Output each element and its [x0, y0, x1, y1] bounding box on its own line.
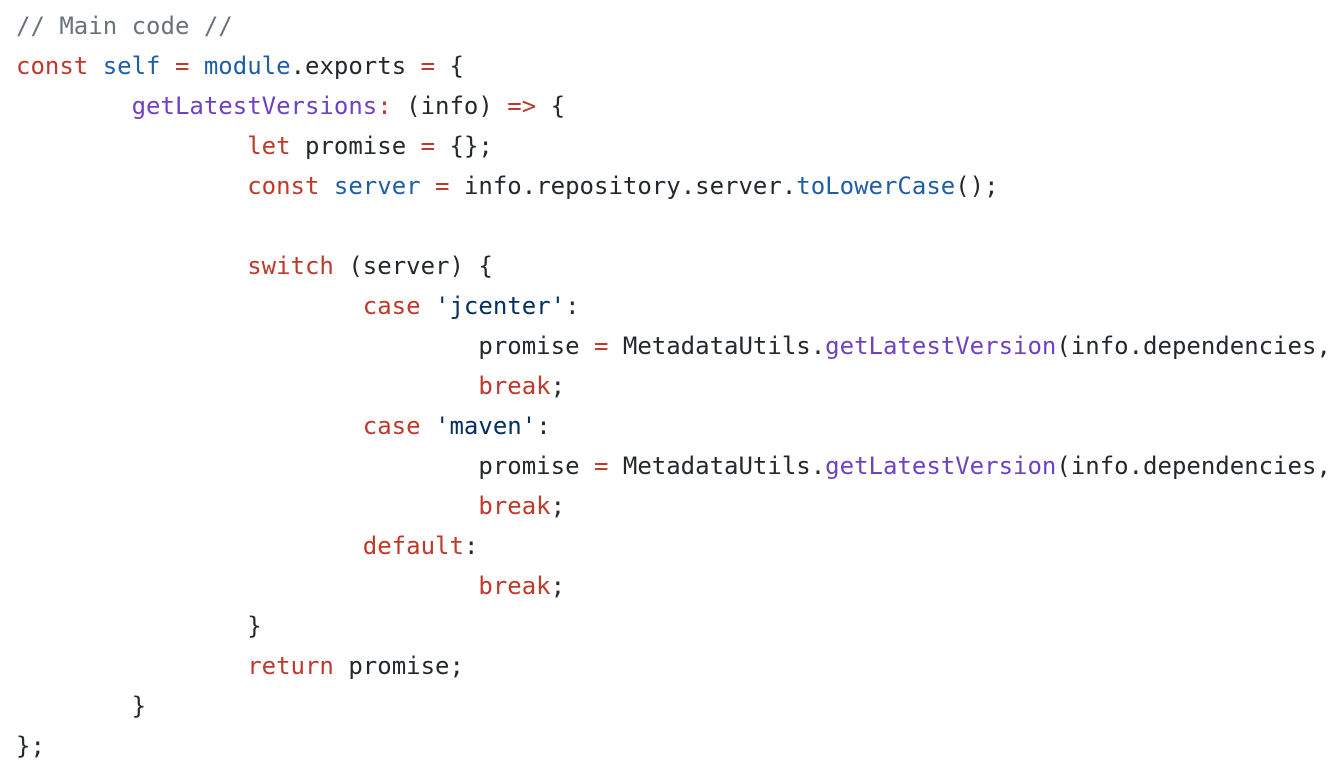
code-token-plain: [421, 292, 435, 320]
code-token-keyword: =: [174, 52, 190, 80]
code-token-plain: {: [536, 92, 566, 120]
code-token-string: 'jcenter': [435, 292, 566, 320]
code-line: break;: [16, 366, 1331, 406]
code-token-keyword: :: [377, 92, 392, 120]
code-token-plain: [16, 92, 132, 120]
code-token-entity: getLatestVersion: [825, 332, 1057, 360]
code-token-plain: [16, 572, 478, 600]
code-token-plain: [16, 532, 363, 560]
code-token-keyword: default: [362, 532, 464, 560]
code-token-plain: (info): [391, 92, 508, 120]
code-token-plain: [16, 172, 247, 200]
code-token-plain: (info.dependencies,: [1056, 332, 1331, 360]
code-token-keyword: =: [420, 52, 436, 80]
code-token-plain: [16, 412, 363, 440]
code-token-keyword: return: [247, 652, 334, 680]
code-token-plain: :: [565, 292, 580, 320]
code-token-plain: [16, 652, 247, 680]
code-line: promise = MetadataUtils.getLatestVersion…: [16, 446, 1331, 486]
code-token-entity: getLatestVersions: [131, 92, 378, 120]
code-token-plain: [189, 52, 203, 80]
code-token-keyword: =: [593, 332, 609, 360]
code-token-plain: ;: [550, 492, 566, 520]
code-token-plain: {: [435, 52, 464, 80]
code-token-plain: MetadataUtils.: [608, 452, 826, 480]
code-token-keyword: break: [478, 372, 551, 400]
code-token-keyword: =: [420, 132, 436, 160]
code-token-plain: [16, 492, 478, 520]
code-line: switch (server) {: [16, 246, 1331, 286]
code-token-plain: [16, 252, 247, 280]
code-block: // Main code // const self = module.expor…: [16, 6, 1331, 760]
code-line: const self = module.exports = {: [16, 46, 1331, 86]
code-token-plain: ;: [550, 372, 566, 400]
code-token-plain: ();: [955, 172, 999, 200]
code-line: return promise;: [16, 646, 1331, 686]
code-line: }: [16, 606, 1331, 646]
code-token-constant: server: [333, 172, 421, 200]
code-token-keyword: const: [247, 172, 320, 200]
code-line: break;: [16, 486, 1331, 526]
code-token-plain: ;: [550, 572, 566, 600]
code-token-plain: .exports: [290, 52, 421, 80]
code-line: case 'jcenter':: [16, 286, 1331, 326]
code-line: case 'maven':: [16, 406, 1331, 446]
code-line: [16, 206, 1331, 246]
code-token-constant: module: [203, 52, 291, 80]
code-token-plain: [88, 52, 102, 80]
code-line: let promise = {};: [16, 126, 1331, 166]
code-token-plain: [16, 372, 478, 400]
code-token-plain: [16, 132, 247, 160]
code-token-plain: };: [16, 732, 45, 760]
code-line: break;: [16, 566, 1331, 606]
code-token-keyword: const: [16, 52, 89, 80]
code-token-constant: self: [102, 52, 161, 80]
code-token-plain: (info.dependencies,: [1056, 452, 1331, 480]
code-token-keyword: =: [593, 452, 609, 480]
code-token-plain: }: [16, 692, 147, 720]
code-token-plain: [319, 172, 333, 200]
code-line: promise = MetadataUtils.getLatestVersion…: [16, 326, 1331, 366]
code-token-keyword: =: [435, 172, 450, 200]
code-token-plain: MetadataUtils.: [608, 332, 826, 360]
code-token-plain: promise: [16, 332, 594, 360]
code-token-plain: info.repository.server.: [449, 172, 797, 200]
code-token-plain: [421, 412, 435, 440]
code-line: const server = info.repository.server.to…: [16, 166, 1331, 206]
code-line: default:: [16, 526, 1331, 566]
code-token-keyword: case: [362, 412, 421, 440]
code-token-keyword: =>: [507, 92, 537, 120]
code-token-string: 'maven': [435, 412, 537, 440]
code-line: }: [16, 686, 1331, 726]
code-token-keyword: break: [478, 572, 551, 600]
code-token-plain: promise;: [333, 652, 464, 680]
code-token-entity: getLatestVersion: [825, 452, 1057, 480]
code-token-keyword: switch: [247, 252, 334, 280]
code-token-plain: :: [536, 412, 551, 440]
code-token-plain: :: [463, 532, 479, 560]
code-token-plain: [161, 52, 175, 80]
code-token-plain: promise: [290, 132, 421, 160]
code-token-plain: (server) {: [333, 252, 493, 280]
code-token-plain: [421, 172, 435, 200]
code-token-plain: }: [16, 612, 262, 640]
code-line: };: [16, 726, 1331, 760]
code-token-plain: promise: [16, 452, 594, 480]
code-token-plain: {};: [435, 132, 493, 160]
code-token-keyword: case: [362, 292, 421, 320]
code-token-constant: toLowerCase: [796, 172, 956, 200]
code-line: getLatestVersions: (info) => {: [16, 86, 1331, 126]
code-token-plain: [16, 292, 363, 320]
code-token-keyword: break: [478, 492, 551, 520]
code-token-keyword: let: [247, 132, 291, 160]
code-token-comment: // Main code //: [16, 12, 233, 40]
code-line: // Main code //: [16, 6, 1331, 46]
